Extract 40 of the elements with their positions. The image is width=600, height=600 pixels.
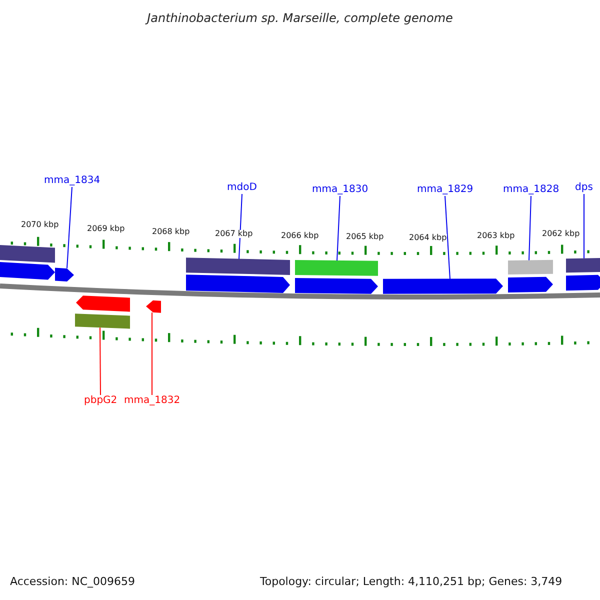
scale-label: 2065 kbp <box>346 233 384 241</box>
scale-label: 2066 kbp <box>281 232 319 240</box>
gene-label: mma_1830 <box>312 185 368 195</box>
genome-summary-text: Topology: circular; Length: 4,110,251 bp; Genes: 3,749 <box>260 576 562 587</box>
gene-label: mma_1828 <box>503 185 560 195</box>
gene-label: pbpG2 <box>84 396 118 406</box>
leader-line <box>336 196 340 262</box>
accession-text: Accession: NC_009659 <box>10 576 136 587</box>
scale-label: 2068 kbp <box>152 228 190 236</box>
gene-bar <box>75 314 130 329</box>
gene-feature <box>295 278 378 294</box>
scale-label: 2070 kbp <box>21 221 59 229</box>
gene-label: mma_1832 <box>124 396 180 406</box>
gene-label: mma_1834 <box>44 176 100 186</box>
leader-line <box>100 327 101 396</box>
gene-feature <box>508 276 553 293</box>
gene-bar <box>295 260 378 276</box>
leader-line <box>444 196 450 280</box>
gene-bar <box>566 258 600 273</box>
gene-label: mdoD <box>227 183 257 193</box>
scale-label: 2063 kbp <box>477 232 515 240</box>
gene-bar <box>186 258 290 275</box>
scale-label: 2062 kbp <box>542 230 580 238</box>
leader-line <box>528 196 532 261</box>
diagram-title: Janthinobacterium sp. Marseille, complete genome <box>144 12 454 24</box>
gene-bar <box>0 244 55 263</box>
gene-feature <box>55 268 74 282</box>
gene-bar <box>508 260 553 275</box>
gene-feature <box>566 274 600 291</box>
scale-label: 2067 kbp <box>215 230 253 238</box>
scale-label: 2064 kbp <box>409 234 447 242</box>
gene-feature <box>186 274 290 293</box>
gene-label: dps <box>575 183 593 193</box>
leader-line <box>238 194 242 260</box>
leader-line <box>66 186 72 269</box>
gene-feature <box>383 278 503 294</box>
gene-feature <box>76 296 130 312</box>
gene-label: mma_1829 <box>417 185 474 195</box>
gene-feature <box>146 300 161 313</box>
scale-label: 2069 kbp <box>87 225 125 233</box>
